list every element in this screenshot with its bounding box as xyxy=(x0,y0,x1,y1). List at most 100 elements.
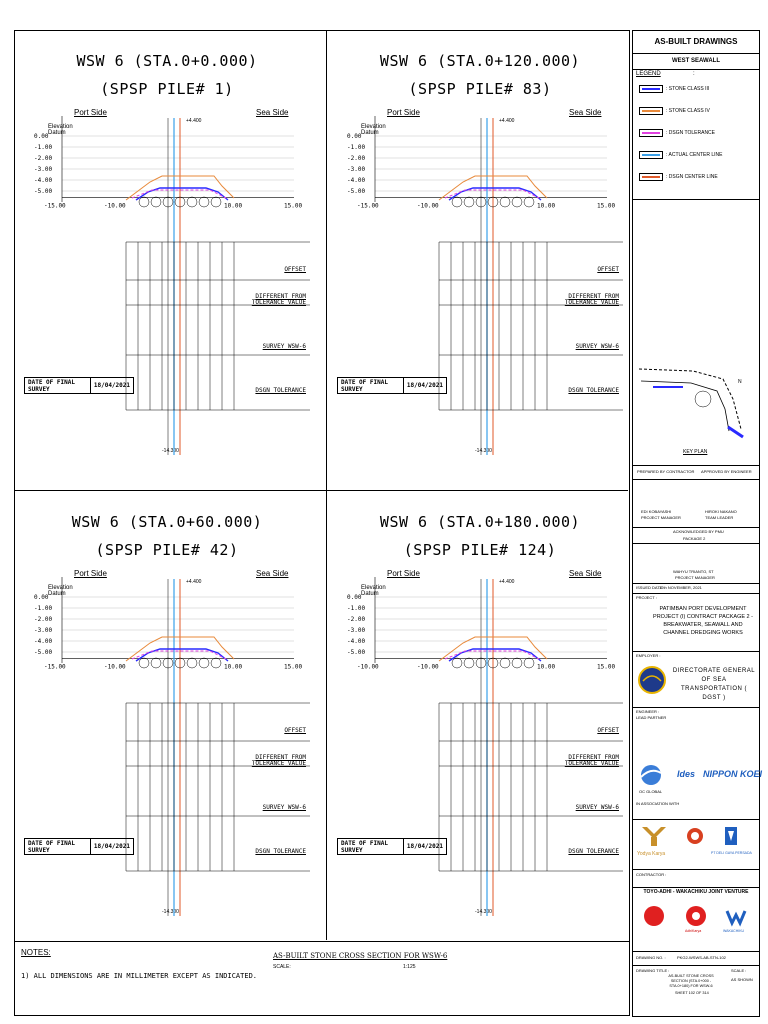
stone-circle xyxy=(198,657,210,669)
stone-circle xyxy=(138,657,150,669)
assoc-mid-logo-icon xyxy=(687,828,703,844)
row-label-diff: DIFFERENT FROM TOLERANCE VALUE xyxy=(564,754,619,767)
logo-left-label: OC GLOBAL xyxy=(639,789,663,794)
logo-mid-label: Ides xyxy=(677,769,696,779)
svg-text:N: N xyxy=(738,379,742,385)
issued-row: ISSUED DATE 12th NOVEMBER, 2021 xyxy=(633,583,759,594)
employer-name: DIRECTORATE GENERAL OF SEA TRANSPORTATIO… xyxy=(672,668,756,701)
legend-item-label: : DSGN TOLERANCE xyxy=(666,130,715,136)
y-tick-label: 0.00 xyxy=(34,594,49,601)
oc-global-logo-icon xyxy=(640,765,662,785)
stone-circle xyxy=(463,657,475,669)
cross-section-panel: WSW 6 (STA.0+180.000) (SPSP PILE# 124) P… xyxy=(327,491,633,946)
section-title: WSW 6 (STA.0+180.000) xyxy=(379,513,581,531)
pmu-name: WAHYU TRIANTO, ST xyxy=(673,569,714,574)
row-label-offset: OFFSET xyxy=(284,266,306,273)
title-block-subheader: WEST SEAWALL xyxy=(633,53,759,70)
x-tick-label: -10.00 xyxy=(104,203,126,210)
legend-item-label: : STONE CLASS IV xyxy=(666,108,710,114)
y-tick-label: -5.00 xyxy=(347,188,365,195)
adhi-logo-icon xyxy=(686,906,706,926)
sea-side-label: Sea Side xyxy=(256,569,289,578)
notes-label: NOTES: xyxy=(21,948,51,957)
engineer-sub-label: LEAD PARTNER xyxy=(636,715,667,720)
row-label-survey: SURVEY_WSW-6 xyxy=(262,343,306,350)
stone-circle xyxy=(511,196,523,208)
x-tick-label: 10.00 xyxy=(537,664,555,671)
legend-item-label: : STONE CLASS III xyxy=(666,86,710,92)
x-tick-label: 15.00 xyxy=(284,203,302,210)
x-tick-label: 15.00 xyxy=(597,664,615,671)
y-tick-label: -1.00 xyxy=(34,605,52,612)
notes-strip: NOTES: 1) ALL DIMENSIONS ARE IN MILLIMET… xyxy=(14,940,630,1016)
stone-circle xyxy=(150,657,162,669)
datum-label: Datum xyxy=(48,591,66,597)
date-of-survey-value: 18/04/2021 xyxy=(402,378,446,393)
stone-circle xyxy=(138,196,150,208)
row-label-survey: SURVEY_WSW-6 xyxy=(262,804,306,811)
legend-item-label: : DSGN CENTER LINE xyxy=(666,174,718,180)
row-label-survey: SURVEY_WSW-6 xyxy=(575,804,619,811)
design-tolerance-line xyxy=(131,650,227,660)
drawing-title-row: DRAWING TITLE : AS-BUILT STONE CROSS SEC… xyxy=(633,965,759,1015)
date-of-survey-label: DATE OF FINAL SURVEY xyxy=(341,378,388,393)
sheet-vertical-divider xyxy=(326,30,327,940)
y-tick-label: -4.00 xyxy=(347,638,365,645)
y-tick-label: -5.00 xyxy=(34,649,52,656)
row-label-dsgn: DSGN_TOLERANCE xyxy=(568,387,619,394)
stone-circle xyxy=(186,657,198,669)
row-label-offset: OFFSET xyxy=(597,727,619,734)
port-side-label: Port Side xyxy=(387,569,420,578)
title-block: AS-BUILT DRAWINGS WEST SEAWALL LEGEND : … xyxy=(632,30,763,1017)
stone-class-iii-profile xyxy=(448,187,542,201)
bottom-level-label: -14.300 xyxy=(162,448,179,454)
sheet-number: SHEET 102 OF 314 xyxy=(675,991,709,995)
cross-section-plot: 0.00-1.00-2.00-3.00-4.00-5.00-15.00-10.0… xyxy=(34,577,310,916)
signer-right-role: TEAM LEADER xyxy=(705,515,734,520)
title-block-header: AS-BUILT DRAWINGS xyxy=(633,31,759,54)
port-side-label: Port Side xyxy=(74,108,107,117)
top-level-label: +4.400 xyxy=(186,118,202,124)
acknowledged-label: ACKNOWLEDGED BY PMU xyxy=(673,529,724,534)
x-tick-label: 15.00 xyxy=(597,203,615,210)
cross-section-plot: 0.00-1.00-2.00-3.00-4.00-5.00-15.00-10.0… xyxy=(347,116,623,455)
project-row: PROJECT : PATIMBAN PORT DEVELOPMENT PROJ… xyxy=(633,593,759,652)
bottom-level-label: -14.300 xyxy=(475,448,492,454)
logo-right-label: NIPPON KOEI xyxy=(703,769,763,779)
cross-section-panel: WSW 6 (STA.0+0.000) (SPSP PILE# 1) Port … xyxy=(14,30,320,485)
y-tick-label: -4.00 xyxy=(34,177,52,184)
stone-circle xyxy=(186,196,198,208)
legend-swatch xyxy=(639,129,663,137)
section-title: WSW 6 (STA.0+60.000) xyxy=(71,513,263,531)
x-tick-label: -10.00 xyxy=(104,664,126,671)
stone-circle xyxy=(174,657,186,669)
top-level-label: +4.400 xyxy=(186,579,202,585)
engineer-label: ENGINEER : xyxy=(636,709,660,714)
stone-circle xyxy=(210,657,222,669)
stone-class-iv-profile xyxy=(438,175,548,201)
stone-class-iii-profile xyxy=(135,648,229,662)
x-tick-label: 15.00 xyxy=(284,664,302,671)
legend-item: : DSGN CENTER LINE xyxy=(639,173,718,181)
drawing-no-label: DRAWING NO. : xyxy=(636,955,666,960)
pile-title: (SPSP PILE# 83) xyxy=(408,80,552,98)
y-tick-label: -3.00 xyxy=(347,166,365,173)
drawing-title-label: DRAWING TITLE : xyxy=(636,968,670,973)
row-label-diff: DIFFERENT FROM TOLERANCE VALUE xyxy=(564,293,619,306)
stone-class-iii-profile xyxy=(135,187,229,201)
stone-circle xyxy=(162,196,174,208)
stone-circle xyxy=(174,196,186,208)
x-tick-label: -10.00 xyxy=(417,664,439,671)
y-tick-label: 0.00 xyxy=(34,133,49,140)
drawing-no-value: PKG2-WSWS-AB-STN-102 xyxy=(677,955,726,960)
contractor-logo-right-label: WAKACHIKU xyxy=(723,929,745,933)
stone-circle xyxy=(499,657,511,669)
pmu-role: PROJECT MANAGER xyxy=(675,575,715,580)
x-tick-label: 10.00 xyxy=(224,664,242,671)
employer-row: EMPLOYER : DIRECTORATE GENERAL OF SEA TR… xyxy=(633,651,759,708)
contractor-label-row: CONTRACTOR : xyxy=(633,869,759,888)
key-plan-label: KEY PLAN xyxy=(683,449,708,455)
drawing-sheet xyxy=(14,30,630,942)
yodya-karya-logo-icon xyxy=(642,827,666,846)
cross-section-plot: 0.00-1.00-2.00-3.00-4.00-5.00-15.00-10.0… xyxy=(34,116,310,455)
